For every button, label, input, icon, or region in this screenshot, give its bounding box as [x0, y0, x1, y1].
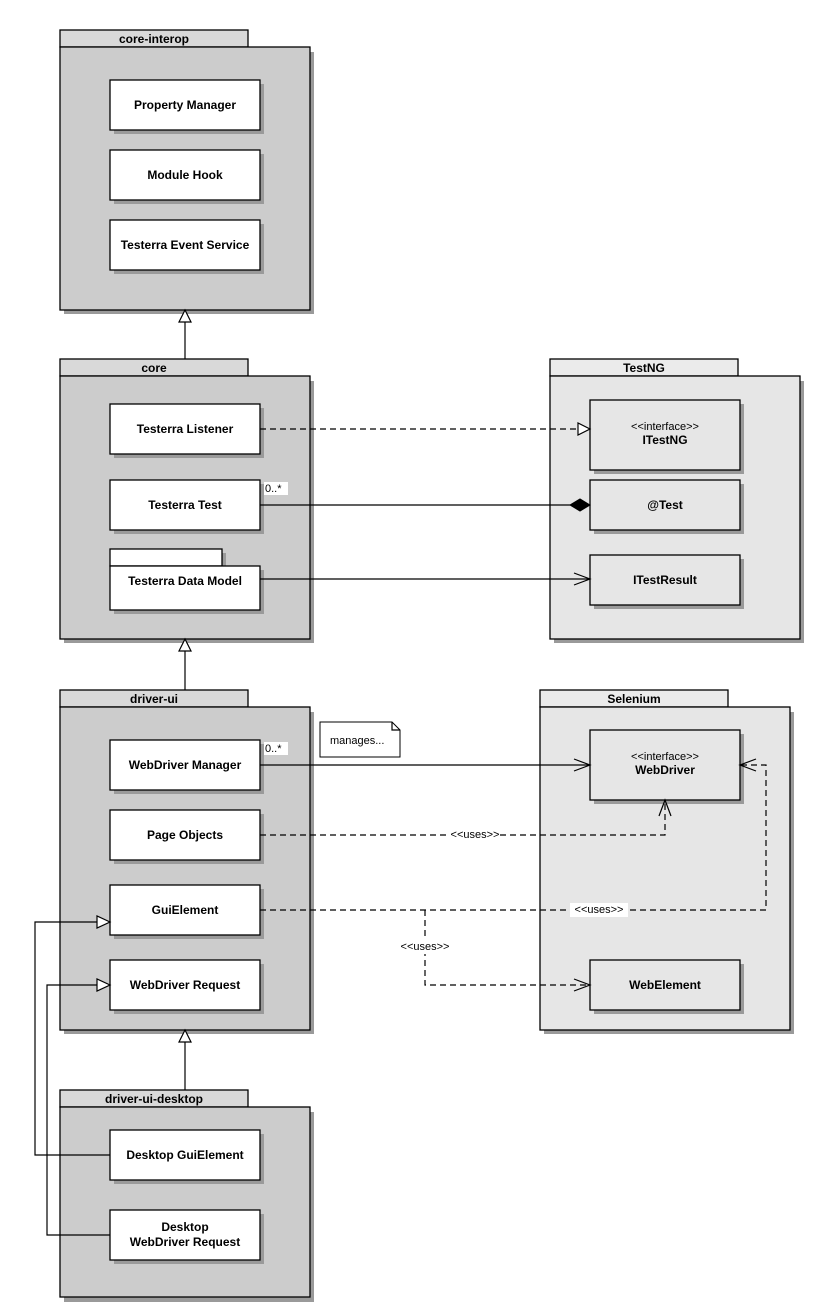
svg-text:WebElement: WebElement — [629, 978, 701, 992]
svg-text:ITestNG: ITestNG — [642, 433, 687, 447]
uses-label-guielement-webelement: <<uses>> — [401, 941, 450, 953]
svg-text:Testerra Listener: Testerra Listener — [137, 422, 234, 436]
svg-text:WebDriver: WebDriver — [635, 763, 695, 777]
class-desktop-webdriver-request: Desktop WebDriver Request — [109, 1209, 264, 1264]
class-testerra-listener: Testerra Listener — [109, 403, 264, 458]
svg-text:Page Objects: Page Objects — [147, 828, 223, 842]
svg-text:Property Manager: Property Manager — [134, 98, 236, 112]
svg-text:WebDriver Request: WebDriver Request — [130, 978, 240, 992]
interface-webdriver: <<interface>> WebDriver — [589, 729, 744, 804]
svg-text:Testerra Event Service: Testerra Event Service — [121, 238, 250, 252]
package-core-title: core — [141, 361, 167, 375]
svg-text:ITestResult: ITestResult — [633, 573, 697, 587]
inheritance-core-to-core-interop — [178, 308, 192, 359]
class-webelement: WebElement — [589, 959, 744, 1014]
svg-text:Testerra Data Model: Testerra Data Model — [128, 574, 242, 588]
uses-label-pageobjects: <<uses>> — [451, 829, 500, 841]
class-testerra-event-service: Testerra Event Service — [109, 219, 264, 274]
package-driver-ui-title: driver-ui — [130, 692, 178, 706]
package-selenium: Selenium <<interface>> WebDriver WebElem… — [539, 689, 794, 1034]
association-datamodel-itestresult — [260, 572, 592, 586]
interface-itestng: <<interface>> ITestNG — [589, 399, 744, 474]
multiplicity-testerra-test: 0..* — [265, 483, 282, 495]
svg-text:Module Hook: Module Hook — [147, 168, 223, 182]
class-webdriver-request: WebDriver Request — [109, 959, 264, 1014]
class-itestresult: ITestResult — [589, 554, 744, 609]
svg-text:GuiElement: GuiElement — [152, 903, 219, 917]
generalization-desktop-guielement — [34, 915, 112, 1156]
package-core: core Testerra Listener Testerra Test Tes… — [59, 358, 314, 643]
package-core-interop: core-interop Property Manager Module Hoo… — [59, 29, 314, 314]
class-guielement: GuiElement — [109, 884, 264, 939]
class-testerra-data-model: Testerra Data Model — [109, 548, 264, 614]
svg-text:Testerra Test: Testerra Test — [148, 498, 222, 512]
package-driver-ui: driver-ui WebDriver Manager Page Objects… — [59, 689, 314, 1034]
svg-text:manages...: manages... — [330, 735, 384, 747]
svg-text:WebDriver Request: WebDriver Request — [130, 1235, 240, 1249]
multiplicity-webdriver-manager: 0..* — [265, 743, 282, 755]
class-webdriver-manager: WebDriver Manager — [109, 739, 264, 794]
dependency-pageobjects-webdriver: <<uses>> — [260, 798, 672, 842]
generalization-desktop-webdriver-request — [46, 978, 112, 1236]
class-module-hook: Module Hook — [109, 149, 264, 204]
svg-text:<<interface>>: <<interface>> — [631, 421, 699, 433]
note-manages: manages... — [319, 721, 401, 758]
package-driver-ui-desktop: driver-ui-desktop Desktop GuiElement Des… — [59, 1089, 314, 1302]
svg-text:@Test: @Test — [647, 498, 682, 512]
class-test-annotation: @Test — [589, 479, 744, 534]
realization-listener-itestng — [260, 422, 592, 436]
package-driver-ui-desktop-title: driver-ui-desktop — [105, 1092, 203, 1106]
inheritance-driver-ui-to-core — [178, 637, 192, 690]
inheritance-desktop-to-driver-ui — [178, 1028, 192, 1090]
svg-text:WebDriver Manager: WebDriver Manager — [129, 758, 242, 772]
association-manager-webdriver: 0..* — [260, 742, 592, 772]
class-page-objects: Page Objects — [109, 809, 264, 864]
package-testng: TestNG <<interface>> ITestNG @Test ITest… — [549, 358, 804, 643]
class-property-manager: Property Manager — [109, 79, 264, 134]
class-desktop-guielement: Desktop GuiElement — [109, 1129, 264, 1184]
dependency-guielement-webelement: <<uses>> — [398, 910, 592, 992]
package-selenium-title: Selenium — [607, 692, 660, 706]
svg-text:Desktop: Desktop — [161, 1220, 208, 1234]
composition-test-annotation: 0..* — [260, 482, 591, 512]
dependency-guielement-webdriver: <<uses>> — [260, 758, 767, 917]
package-testng-title: TestNG — [623, 361, 665, 375]
svg-text:Desktop GuiElement: Desktop GuiElement — [126, 1148, 243, 1162]
package-core-interop-title: core-interop — [119, 32, 189, 46]
uses-label-guielement-webdriver: <<uses>> — [575, 904, 624, 916]
svg-text:<<interface>>: <<interface>> — [631, 751, 699, 763]
class-testerra-test: Testerra Test — [109, 479, 264, 534]
